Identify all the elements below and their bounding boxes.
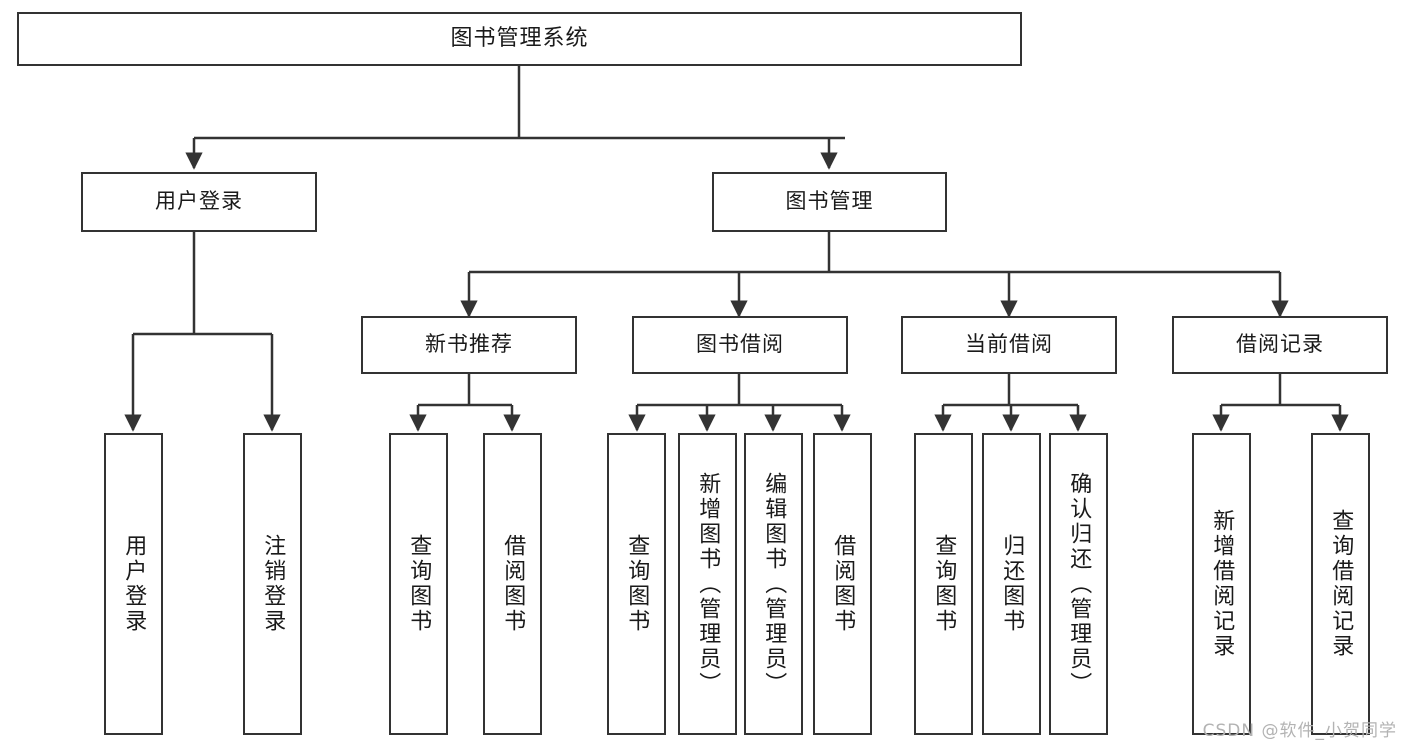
leaf-book-borrow-edit-book-admin[interactable]: 编辑图书（管理员） [744, 433, 803, 735]
node-book-borrow[interactable]: 图书借阅 [632, 316, 848, 374]
leaf-book-borrow-query-book[interactable]: 查询图书 [607, 433, 666, 735]
leaf-book-borrow-borrow-book[interactable]: 借阅图书 [813, 433, 872, 735]
node-current-borrow[interactable]: 当前借阅 [901, 316, 1117, 374]
node-label: 注销登录 [260, 534, 286, 634]
leaf-borrow-record-query-record[interactable]: 查询借阅记录 [1311, 433, 1370, 735]
leaf-new-book-borrow-book[interactable]: 借阅图书 [483, 433, 542, 735]
node-label: 借阅图书 [830, 534, 856, 634]
node-label: 当前借阅 [965, 332, 1053, 357]
node-label: 借阅图书 [500, 534, 526, 634]
node-borrow-record[interactable]: 借阅记录 [1172, 316, 1388, 374]
node-label: 图书管理 [785, 189, 874, 214]
leaf-current-borrow-query-book[interactable]: 查询图书 [914, 433, 973, 735]
leaf-borrow-record-add-record[interactable]: 新增借阅记录 [1192, 433, 1251, 735]
node-new-book-recommend[interactable]: 新书推荐 [361, 316, 577, 374]
node-label: 归还图书 [999, 534, 1025, 634]
node-label: 新增图书（管理员） [695, 471, 721, 697]
node-label: 查询图书 [406, 534, 432, 634]
leaf-user-login-logout[interactable]: 注销登录 [243, 433, 302, 735]
node-label: 图书管理系统 [450, 25, 589, 51]
node-label: 图书借阅 [696, 332, 784, 357]
node-label: 用户登录 [121, 534, 147, 634]
node-label: 查询借阅记录 [1328, 509, 1354, 659]
leaf-user-login-login[interactable]: 用户登录 [104, 433, 163, 735]
node-label: 查询图书 [624, 534, 650, 634]
leaf-current-borrow-return-book[interactable]: 归还图书 [982, 433, 1041, 735]
node-label: 编辑图书（管理员） [761, 471, 787, 697]
leaf-current-borrow-confirm-return-admin[interactable]: 确认归还（管理员） [1049, 433, 1108, 735]
node-root-book-management-system[interactable]: 图书管理系统 [17, 12, 1022, 66]
leaf-book-borrow-add-book-admin[interactable]: 新增图书（管理员） [678, 433, 737, 735]
node-label: 借阅记录 [1236, 332, 1324, 357]
node-user-login[interactable]: 用户登录 [81, 172, 317, 232]
node-label: 用户登录 [155, 189, 243, 214]
csdn-watermark: CSDN @软件_小贺同学 [1202, 721, 1397, 741]
leaf-new-book-query-book[interactable]: 查询图书 [389, 433, 448, 735]
node-label: 确认归还（管理员） [1066, 471, 1092, 697]
node-label: 查询图书 [931, 534, 957, 634]
node-label: 新增借阅记录 [1209, 509, 1235, 659]
node-label: 新书推荐 [425, 332, 513, 357]
node-book-management[interactable]: 图书管理 [712, 172, 947, 232]
